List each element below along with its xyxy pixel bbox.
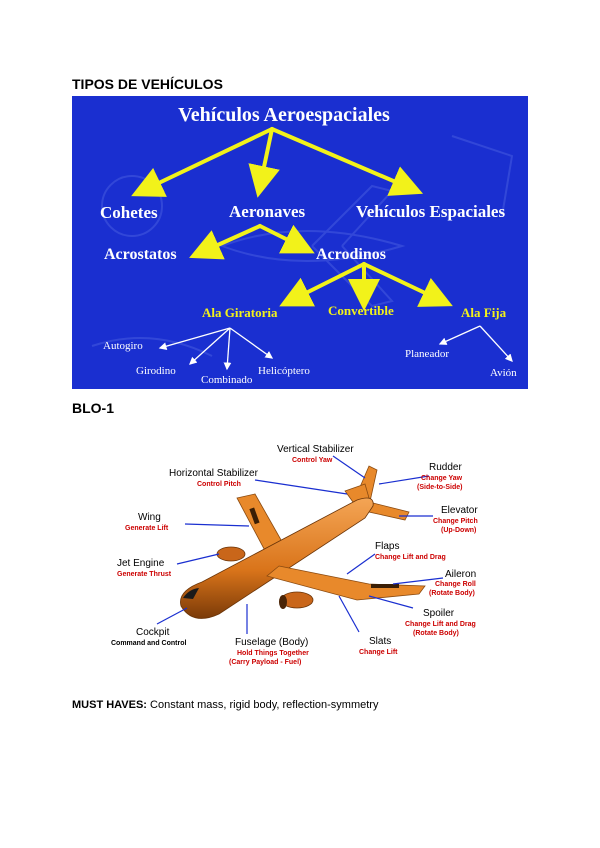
svg-text:Cockpit: Cockpit	[136, 627, 170, 638]
svg-text:Elevator: Elevator	[441, 505, 478, 516]
part-label-wing: Wing Generate Lift	[125, 512, 169, 532]
svg-text:Jet Engine: Jet Engine	[117, 558, 165, 569]
svg-text:Slats: Slats	[369, 636, 391, 647]
must-haves-label: MUST HAVES:	[72, 699, 147, 711]
leaf-combinado: Combinado	[201, 374, 253, 386]
part-label-jet-engine: Jet Engine Generate Thrust	[117, 558, 172, 578]
svg-text:Control Yaw: Control Yaw	[292, 457, 333, 464]
leaf-planeador: Planeador	[405, 348, 449, 360]
must-haves-text: Constant mass, rigid body, reflection-sy…	[146, 699, 379, 711]
svg-text:(Up-Down): (Up-Down)	[441, 527, 476, 534]
svg-text:Horizontal Stabilizer: Horizontal Stabilizer	[169, 468, 259, 479]
section-heading-vehicle-types: TIPOS DE VEHÍCULOS	[72, 76, 223, 92]
leaf-helicoptero: Helicóptero	[258, 365, 310, 377]
airplane-parts-diagram: Vertical Stabilizer Control Yaw Horizont…	[107, 436, 493, 674]
part-label-vertical-stabilizer: Vertical Stabilizer Control Yaw	[277, 444, 354, 464]
section-heading-blo: BLO-1	[72, 400, 114, 416]
node-ala-giratoria: Ala Giratoria	[202, 305, 278, 320]
node-ala-fija: Ala Fija	[461, 305, 507, 320]
part-label-aileron: Aileron Change Roll (Rotate Body)	[429, 569, 476, 597]
svg-text:Vertical Stabilizer: Vertical Stabilizer	[277, 444, 354, 455]
part-label-spoiler: Spoiler Change Lift and Drag (Rotate Bod…	[405, 608, 476, 637]
svg-text:Generate Thrust: Generate Thrust	[117, 571, 172, 578]
svg-text:Fuselage (Body): Fuselage (Body)	[235, 637, 308, 648]
svg-text:Wing: Wing	[138, 512, 161, 523]
part-label-slats: Slats Change Lift	[359, 636, 398, 656]
svg-text:Change Pitch: Change Pitch	[433, 518, 478, 525]
airplane-illustration	[180, 465, 426, 619]
node-cohetes: Cohetes	[100, 203, 158, 222]
svg-text:Generate Lift: Generate Lift	[125, 525, 169, 532]
node-vehiculos-espaciales: Vehículos Espaciales	[356, 202, 505, 221]
must-haves-line: MUST HAVES: Constant mass, rigid body, r…	[72, 699, 378, 711]
svg-text:Control Pitch: Control Pitch	[197, 481, 241, 488]
svg-text:Change Lift and Drag: Change Lift and Drag	[405, 621, 476, 628]
svg-text:Change Lift and Drag: Change Lift and Drag	[375, 554, 446, 561]
node-acrostatos: Acrostatos	[104, 246, 177, 263]
part-label-cockpit: Cockpit Command and Control	[111, 627, 186, 647]
svg-text:Hold Things Together: Hold Things Together	[237, 650, 309, 657]
svg-text:Command and Control: Command and Control	[111, 640, 186, 647]
svg-text:Change Yaw: Change Yaw	[421, 475, 463, 482]
leaf-girodino: Girodino	[136, 365, 176, 377]
tree-arrows	[131, 127, 453, 311]
svg-text:Spoiler: Spoiler	[423, 608, 455, 619]
svg-text:Flaps: Flaps	[375, 541, 399, 552]
svg-text:Change Lift: Change Lift	[359, 649, 398, 656]
part-label-horizontal-stabilizer: Horizontal Stabilizer Control Pitch	[169, 468, 259, 488]
svg-text:(Carry Payload - Fuel): (Carry Payload - Fuel)	[229, 659, 301, 666]
vehicle-classification-diagram: Vehículos Aeroespaciales Cohetes Aeronav…	[72, 96, 528, 389]
svg-text:Rudder: Rudder	[429, 462, 462, 473]
node-aeronaves: Aeronaves	[229, 202, 306, 221]
part-label-rudder: Rudder Change Yaw (Side-to-Side)	[417, 462, 463, 491]
leader-lines	[156, 455, 444, 634]
part-label-fuselage: Fuselage (Body) Hold Things Together (Ca…	[229, 637, 309, 666]
part-label-flaps: Flaps Change Lift and Drag	[375, 541, 446, 561]
node-root: Vehículos Aeroespaciales	[178, 104, 390, 126]
svg-text:(Side-to-Side): (Side-to-Side)	[417, 484, 463, 491]
svg-text:(Rotate Body): (Rotate Body)	[429, 590, 475, 597]
leaf-arrows	[158, 325, 513, 371]
leaf-avion: Avión	[490, 367, 517, 379]
node-convertible: Convertible	[328, 303, 394, 318]
svg-text:Change Roll: Change Roll	[435, 581, 476, 588]
part-label-elevator: Elevator Change Pitch (Up-Down)	[433, 505, 478, 534]
leaf-autogiro: Autogiro	[103, 340, 143, 352]
svg-text:Aileron: Aileron	[445, 569, 476, 580]
node-acrodinos: Acrodinos	[316, 246, 386, 263]
svg-text:(Rotate Body): (Rotate Body)	[413, 630, 459, 637]
